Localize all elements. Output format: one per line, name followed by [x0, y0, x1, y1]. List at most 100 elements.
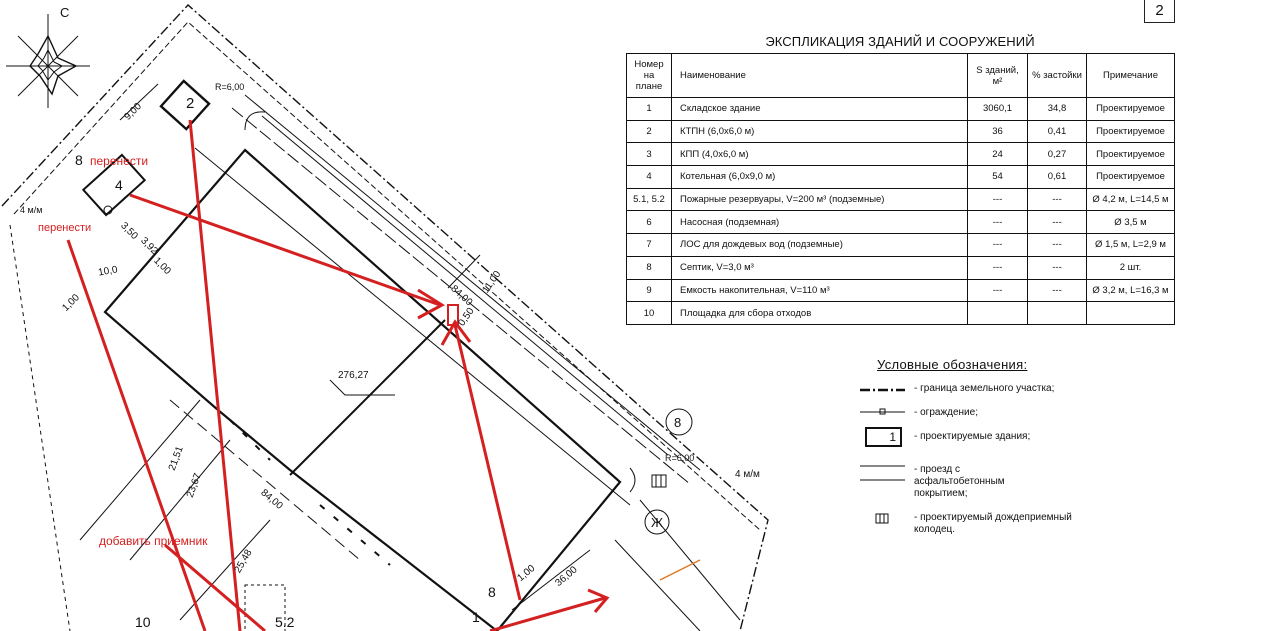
arrowhead-1	[417, 288, 445, 320]
well-square	[651, 474, 667, 488]
dim-line-84a	[447, 254, 481, 289]
road-edge-2	[231, 107, 691, 485]
dim-line-2151	[79, 399, 201, 541]
label-elev: 276,27	[338, 370, 369, 381]
header-area: S зданий, м²	[967, 53, 1028, 98]
cell-coverage: ---	[1027, 278, 1087, 303]
cell-num: 4	[626, 165, 672, 189]
cell-coverage: 34,8	[1027, 97, 1087, 121]
label-bldg8a: 8	[75, 152, 83, 168]
legend-building-symbol: 1	[865, 427, 902, 447]
building-2-outline	[159, 79, 211, 131]
cell-note: Ø 4,2 м, L=14,5 м	[1086, 187, 1175, 212]
small-circle	[103, 205, 113, 215]
elev-mark	[329, 379, 395, 396]
cell-name: Емкость накопительная, V=110 м³	[671, 278, 968, 303]
cell-num: 1	[626, 97, 672, 121]
annotation-move-1: перенести	[90, 154, 148, 168]
arrow-left-down	[66, 239, 207, 631]
site-boundary	[1, 4, 769, 631]
road-edge-4	[194, 147, 631, 506]
cell-area: ---	[967, 187, 1028, 212]
cell-name: Септик, V=3,0 м³	[671, 255, 968, 280]
road-edge-3	[261, 115, 669, 456]
legend-fence: - ограждение;	[914, 407, 978, 418]
building-4-outline	[81, 153, 147, 217]
cell-coverage: ---	[1027, 255, 1087, 280]
cell-note: Проектируемое	[1086, 97, 1175, 121]
orange-line	[659, 559, 701, 581]
cell-num: 3	[626, 142, 672, 167]
legend-well-sym	[875, 513, 889, 524]
annotation-add-receiver: добавить приемник	[99, 534, 208, 548]
cell-num: 10	[626, 301, 672, 325]
cell-name: Пожарные резервуары, V=200 м³ (подземные…	[671, 187, 968, 212]
cell-coverage: 0,41	[1027, 119, 1087, 144]
cell-num: 8	[626, 255, 672, 280]
cell-coverage: 0,61	[1027, 165, 1087, 189]
arrow-up	[453, 324, 522, 601]
arrow-receiver	[164, 543, 266, 631]
fence-line	[13, 21, 761, 531]
cell-area: 36	[967, 119, 1028, 144]
header-num: Номер на плане	[626, 53, 672, 98]
cell-num: 7	[626, 233, 672, 257]
dim-line-9	[119, 83, 159, 121]
marker-zh-circle	[644, 509, 670, 535]
label-dim-1000: 10,0	[97, 264, 119, 278]
cell-note: Ø 3,2 м, L=16,3 м	[1086, 278, 1175, 303]
right-road	[639, 499, 741, 621]
label-road-right: 4 м/м	[735, 469, 760, 480]
label-bldg1: 1	[472, 609, 480, 625]
label-dim-392: 3,92	[138, 235, 160, 257]
cell-note	[1086, 301, 1175, 325]
cell-coverage: ---	[1027, 210, 1087, 235]
cell-name: Складское здание	[671, 97, 968, 121]
cell-num: 9	[626, 278, 672, 303]
cell-note: 2 шт.	[1086, 255, 1175, 280]
label-bldg8c: 8	[488, 584, 496, 600]
radius-arc-right	[629, 467, 636, 493]
label-bldg8b: 8	[674, 415, 681, 430]
arrow-4-to-8	[129, 193, 441, 307]
legend-well: - проектируемый дождеприемный колодец.	[914, 512, 1072, 535]
building-1-outline	[103, 148, 622, 631]
compass-rose	[6, 14, 90, 108]
cell-area	[967, 301, 1028, 325]
cell-name: КПП (4,0х6,0 м)	[671, 142, 968, 167]
cell-area: ---	[967, 278, 1028, 303]
arrow-right	[489, 596, 606, 631]
cell-note: Проектируемое	[1086, 119, 1175, 144]
legend-title: Условные обозначения:	[877, 357, 1028, 372]
cell-num: 2	[626, 119, 672, 144]
label-bldg52: 5.2	[275, 614, 295, 630]
label-bldg10: 10	[135, 614, 151, 630]
cell-name: Котельная (6,0х9,0 м)	[671, 165, 968, 189]
cell-coverage: ---	[1027, 187, 1087, 212]
cell-note: Проектируемое	[1086, 165, 1175, 189]
marker-8-circle	[665, 408, 693, 436]
label-road-left: 4 м/м	[20, 205, 42, 215]
right-road-2	[614, 539, 701, 631]
cell-name: Площадка для сбора отходов	[671, 301, 968, 325]
cell-name: КТПН (6,0х6,0 м)	[671, 119, 968, 144]
cell-note: Ø 1,5 м, L=2,9 м	[1086, 233, 1175, 257]
legend-fence-square	[879, 408, 886, 415]
legend-road: - проезд с асфальтобетонным покрытием;	[914, 464, 1005, 499]
dim-line-84b	[169, 399, 361, 561]
label-dim-2548: 25,48	[233, 547, 255, 575]
explication-header-row: Номер на плане Наименование S зданий, м²…	[626, 53, 1175, 98]
cell-num: 5.1, 5.2	[626, 187, 672, 212]
dim-line-36	[511, 549, 591, 611]
arrowhead-2	[440, 319, 472, 346]
